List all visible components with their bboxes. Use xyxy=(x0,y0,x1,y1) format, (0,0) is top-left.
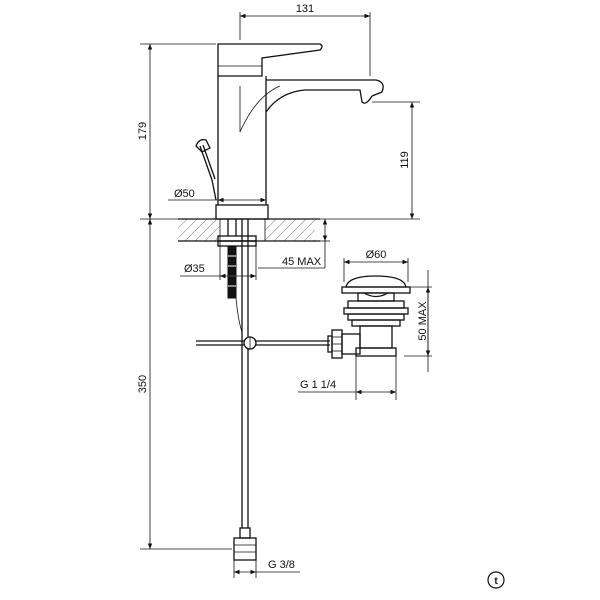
logo-glyph: t xyxy=(494,576,498,587)
brand-logo-icon: t xyxy=(487,571,505,589)
pop-up-rod xyxy=(195,138,217,201)
dim-hose-thread: G 3/8 xyxy=(268,559,295,571)
fixing-shank xyxy=(217,219,257,299)
dimension-lines xyxy=(140,12,432,578)
dim-spout-reach: 131 xyxy=(296,3,314,15)
dim-total-height: 179 xyxy=(137,122,149,140)
countertop-section xyxy=(178,218,320,242)
dim-waste-diameter: Ø60 xyxy=(366,249,387,261)
pop-up-waste xyxy=(327,275,411,359)
dim-hose-length: 350 xyxy=(137,375,149,393)
dim-body-diameter: Ø50 xyxy=(174,188,195,200)
dim-spout-height: 119 xyxy=(399,151,411,169)
faucet-body xyxy=(215,43,384,220)
flexible-hoses xyxy=(233,219,257,561)
dim-hole-diameter: Ø35 xyxy=(184,263,205,275)
link-rod xyxy=(196,336,330,350)
dim-deck-thickness: 45 MAX xyxy=(282,256,322,268)
dim-waste-thread: G 1 1/4 xyxy=(300,379,336,391)
dim-waste-thickness: 50 MAX xyxy=(417,301,429,341)
